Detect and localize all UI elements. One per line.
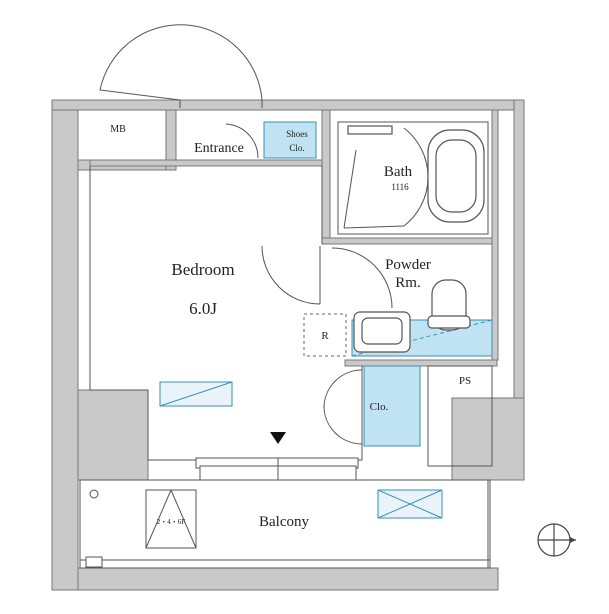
powder-top-wall — [321, 237, 499, 245]
entrance-label: Entrance — [194, 141, 244, 156]
bath-partition — [321, 109, 331, 245]
bedroom-door — [261, 245, 321, 305]
closet-label: Clo. — [370, 401, 389, 413]
faucet-icon — [89, 489, 99, 499]
balcony-storage — [145, 489, 197, 549]
shoes-closet-label: Shoes — [286, 129, 308, 139]
bath-size-label: 1116 — [391, 182, 409, 192]
mb-partition — [165, 109, 177, 171]
bath-fixtures — [343, 125, 485, 229]
entrance-door-swing — [99, 24, 263, 101]
drain-icon — [85, 556, 103, 568]
left-wall — [51, 99, 79, 591]
entrance-door — [99, 24, 263, 159]
balcony-edge — [77, 567, 499, 591]
bedroom-size-label: 6.0J — [189, 299, 217, 318]
storage-note-label: 2・4・6F — [157, 518, 185, 526]
shoes-closet-label-2: Clo. — [289, 143, 304, 153]
right-pier — [451, 397, 525, 481]
labels: MB Entrance Shoes Clo. Bath 1116 Bedroom… — [110, 124, 471, 530]
right-wall — [513, 99, 525, 401]
closet — [323, 365, 421, 447]
down-triangle-icon — [270, 432, 286, 444]
bedroom-label: Bedroom — [171, 260, 234, 279]
bath-door-swing — [403, 127, 429, 227]
refrigerator-label: R — [321, 330, 329, 342]
entrance-inner-door — [225, 123, 259, 159]
bedroom-top-wall — [89, 159, 323, 167]
shoes-closet — [263, 121, 317, 159]
ps-label: PS — [459, 375, 471, 387]
ac-unit — [159, 381, 233, 407]
bedroom-door-swing — [261, 245, 321, 305]
powder-room-label-2: Rm. — [395, 275, 420, 291]
refrigerator-space — [303, 313, 347, 357]
powder-room-label: Powder — [385, 257, 431, 273]
ps-box — [427, 365, 493, 467]
north-arrow-icon — [537, 523, 576, 557]
bath-room — [337, 121, 489, 235]
mb-label: MB — [110, 124, 126, 135]
top-wall — [51, 99, 523, 111]
left-pier — [77, 389, 149, 481]
bath-shelf — [347, 125, 393, 135]
closet-interior — [363, 365, 421, 447]
balcony-label: Balcony — [259, 514, 309, 530]
bath-label: Bath — [384, 164, 413, 180]
powder-fixtures — [331, 247, 493, 357]
powder-bottom-wall — [344, 359, 498, 367]
balcony-window — [195, 457, 359, 481]
balcony-items — [85, 489, 443, 568]
bath-right-wall — [491, 109, 499, 361]
